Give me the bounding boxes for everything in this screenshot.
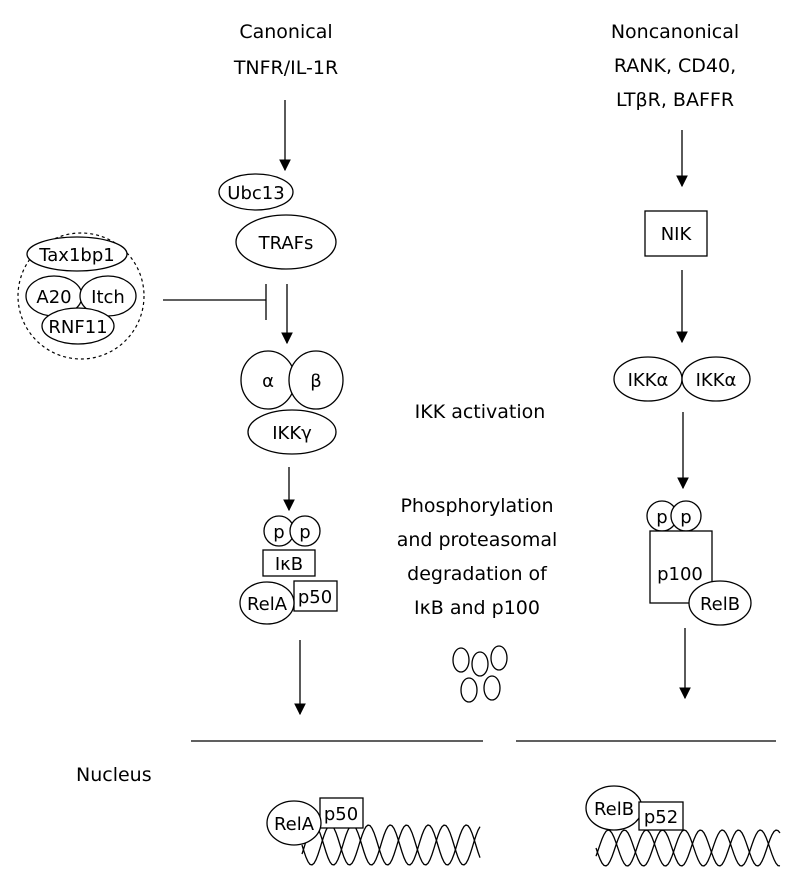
p50-box — [293, 580, 338, 612]
fragment — [452, 647, 470, 673]
a20-label: A20 — [36, 287, 71, 308]
noncanonical-p-right-label: p — [680, 507, 691, 528]
nuclear-p52-box — [638, 801, 684, 831]
rela-node — [239, 581, 295, 625]
nucleus-label: Nucleus — [76, 764, 152, 786]
nuclear-p50-label: p50 — [324, 804, 358, 825]
nuclear-rela-node — [266, 800, 322, 846]
ikk-alpha-label: α — [262, 371, 274, 392]
relb-node — [688, 580, 752, 626]
canonical-header-line1: Canonical — [239, 21, 332, 43]
nuclear-p52-label: p52 — [644, 807, 678, 828]
ikk-alpha-left-label: IKKα — [628, 370, 669, 391]
dna-helix-noncanonical — [595, 829, 781, 867]
itch-label: Itch — [91, 287, 125, 308]
noncanonical-p-left-label: p — [656, 507, 667, 528]
ikk-activation-label: IKK activation — [415, 401, 546, 423]
degradation-line1: Phosphorylation — [400, 495, 553, 517]
noncanonical-header-line3: LTβR, BAFFR — [616, 89, 734, 111]
fragment — [460, 677, 478, 703]
rela-label: RelA — [247, 594, 288, 615]
degradation-line4: IκB and p100 — [414, 597, 540, 619]
ubc13-label: Ubc13 — [227, 183, 284, 204]
nuclear-rela-label: RelA — [274, 814, 315, 835]
ikk-gamma-label: IKKγ — [272, 423, 312, 444]
trafs-node — [235, 214, 337, 270]
canonical-p-left-label: p — [273, 522, 284, 543]
ikk-beta-label: β — [310, 371, 322, 392]
relb-label: RelB — [700, 594, 740, 615]
canonical-p-right — [289, 515, 321, 547]
tax1bp1-label: Tax1bp1 — [38, 245, 114, 266]
proteasome-fragments — [452, 645, 508, 703]
inhibitor-complex-boundary — [17, 232, 145, 360]
ikk-gamma-node — [247, 409, 337, 455]
ikb-box — [262, 549, 316, 577]
fragment — [490, 645, 508, 671]
noncanonical-header-line2: RANK, CD40, — [614, 55, 736, 77]
tax1bp1-node — [26, 236, 128, 272]
p50-label: p50 — [298, 587, 332, 608]
nik-label: NIK — [661, 224, 693, 245]
rnf11-node — [41, 307, 115, 345]
degradation-line3: degradation of — [407, 563, 548, 585]
nuclear-p50-box — [319, 797, 364, 829]
p100-label: p100 — [657, 564, 703, 585]
canonical-p-right-label: p — [299, 522, 310, 543]
dna-helix-canonical — [301, 824, 481, 866]
ikk-alpha-right-label: IKKα — [696, 370, 737, 391]
fragment — [483, 675, 501, 701]
degradation-line2: and proteasomal — [397, 529, 558, 551]
rnf11-label: RNF11 — [48, 317, 107, 338]
ikk-beta-node — [288, 350, 344, 410]
noncanonical-header-line1: Noncanonical — [611, 21, 739, 43]
ikb-label: IκB — [275, 554, 303, 575]
fragment — [471, 651, 489, 677]
trafs-label: TRAFs — [258, 233, 314, 254]
ubc13-node — [218, 173, 294, 211]
nuclear-relb-label: RelB — [594, 799, 634, 820]
ikk-alpha-right-node — [681, 356, 751, 402]
nik-box — [644, 210, 708, 257]
canonical-header-line2: TNFR/IL-1R — [233, 57, 338, 79]
